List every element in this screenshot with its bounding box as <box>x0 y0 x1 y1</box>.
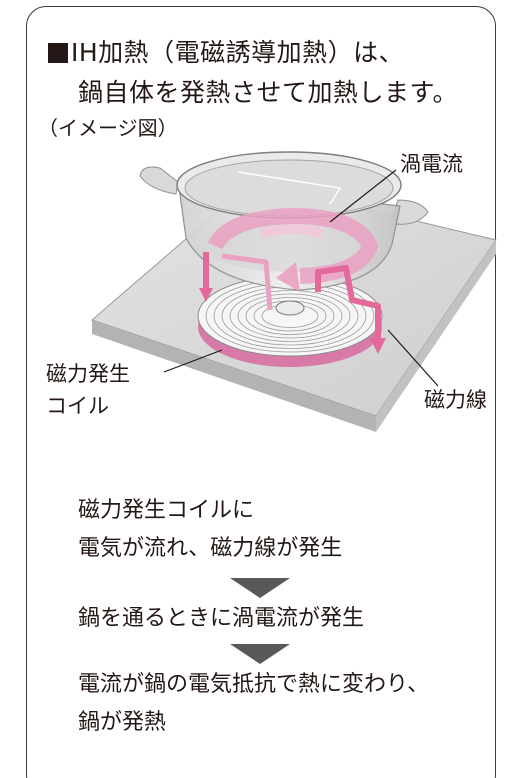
coil-label-line-2: コイル <box>46 394 109 418</box>
eddy-current-leader <box>329 169 397 223</box>
title-line-1: IH加熱（電磁誘導加熱）は、 <box>71 38 405 67</box>
coil <box>197 275 383 367</box>
page-title: IH加熱（電磁誘導加熱）は、 <box>48 36 404 70</box>
magnetic-lines-label: 磁力線 <box>424 388 487 412</box>
coil-label-line-1: 磁力発生 <box>46 362 130 386</box>
step-3-line-1: 電流が鍋の電気抵抗で熱に変わり、 <box>78 672 430 697</box>
magnetic-lines <box>199 252 386 354</box>
step-3-line-2: 鍋が発熱 <box>78 710 167 735</box>
image-note: （イメージ図） <box>38 116 178 140</box>
flow-arrow-2-icon <box>230 644 290 664</box>
coil-leader <box>163 349 223 373</box>
step-1-line-1: 磁力発生コイルに <box>78 498 255 523</box>
title-line-2: 鍋自体を発熱させて加熱します。 <box>78 78 459 107</box>
magnetic-lines-leader <box>387 329 439 387</box>
step-2: 鍋を通るときに渦電流が発生 <box>78 606 365 631</box>
step-1-line-2: 電気が流れ、磁力線が発生 <box>78 536 343 561</box>
flow-arrow-1-icon <box>230 578 290 598</box>
title-bullet-icon <box>48 43 68 63</box>
eddy-current-label: 渦電流 <box>400 152 463 176</box>
